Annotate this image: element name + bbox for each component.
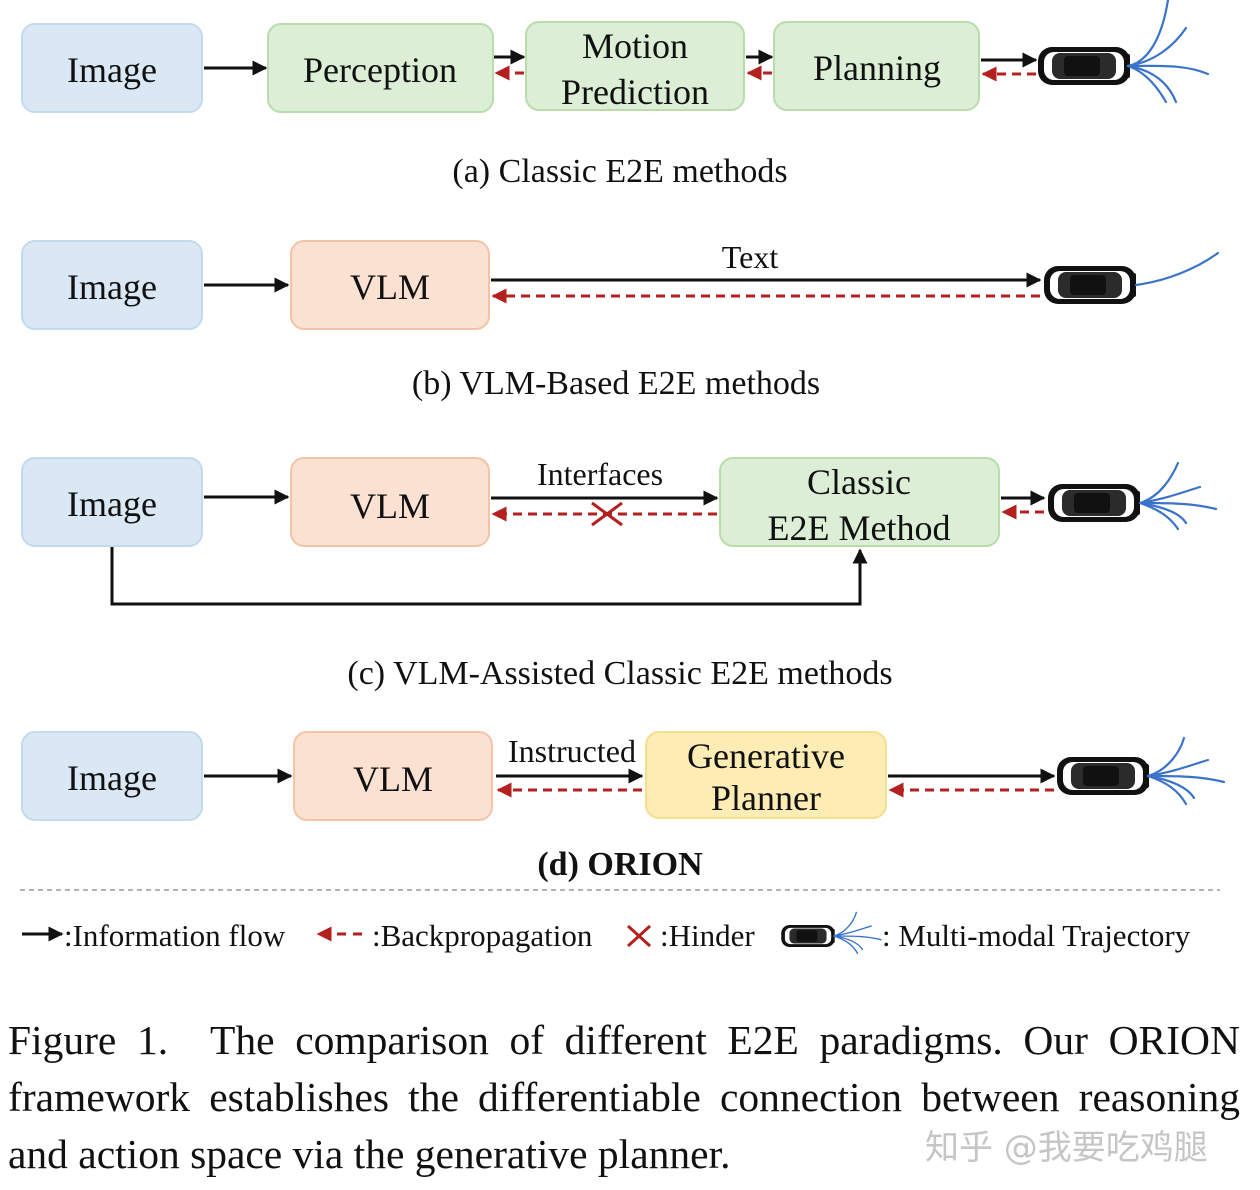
planning-box <box>773 21 980 111</box>
classic-e2e-label-line2: E2E Method <box>768 508 951 548</box>
motion-prediction-label-line1: Motion <box>582 26 688 66</box>
legend-hinder-label: :Hinder <box>660 918 755 953</box>
image-box-c <box>21 457 203 547</box>
watermark: 知乎 @我要吃鸡腿 <box>925 1128 1208 1168</box>
panel-a: Image Perception Motion Prediction Plann… <box>21 0 1210 190</box>
generative-planner-box <box>645 731 887 819</box>
classic-e2e-method-box <box>719 457 1000 547</box>
generative-planner-label-line2: Planner <box>711 778 821 818</box>
legend-car-icon <box>781 924 835 948</box>
image-box-a <box>21 23 203 113</box>
vlm-label-d: VLM <box>353 759 433 799</box>
panel-c: Image VLM Interfaces Classic E2E Method … <box>21 456 1218 692</box>
image-label-d: Image <box>67 758 157 798</box>
figure-caption: Figure 1. The comparison of different E2… <box>8 1012 1240 1183</box>
multimodal-trajectory-icon <box>1138 461 1218 531</box>
planning-label: Planning <box>813 48 941 88</box>
car-icon <box>1048 484 1140 522</box>
panel-a-caption: (a) Classic E2E methods <box>452 153 787 190</box>
instructed-edge-label: Instructed <box>508 733 636 769</box>
legend-trajectory-label: : Multi-modal Trajectory <box>882 918 1191 953</box>
figure-number: Figure 1. <box>8 1017 169 1063</box>
car-icon <box>1044 266 1136 304</box>
image-box-d <box>21 731 203 821</box>
panel-c-caption: (c) VLM-Assisted Classic E2E methods <box>347 655 892 692</box>
motion-prediction-label-line2: Prediction <box>561 72 709 112</box>
image-label-b: Image <box>67 267 157 307</box>
perception-label: Perception <box>303 50 457 90</box>
cross-icon <box>591 501 623 527</box>
legend-info-flow-label: :Information flow <box>64 918 286 953</box>
vlm-box-c <box>290 457 490 547</box>
panel-d: Image VLM Instructed Generative Planner … <box>21 731 1226 883</box>
multimodal-trajectory-icon <box>1126 0 1210 104</box>
vlm-label-c: VLM <box>350 486 430 526</box>
panel-d-caption: (d) ORION <box>537 846 703 883</box>
classic-e2e-label-line1: Classic <box>807 462 911 502</box>
info-flow-bypass-arrow <box>110 547 868 606</box>
figure-caption-text: The comparison of different E2E paradigm… <box>8 1017 1240 1177</box>
panel-b: Image VLM Text (b) VLM-Based E2E methods <box>21 239 1220 402</box>
image-label-a: Image <box>67 50 157 90</box>
generative-planner-label-line1: Generative <box>687 736 845 776</box>
vlm-label-b: VLM <box>350 267 430 307</box>
legend-cross-icon <box>626 924 652 948</box>
text-edge-label: Text <box>722 239 779 275</box>
motion-prediction-box <box>525 21 745 111</box>
vlm-box-d <box>293 731 493 821</box>
image-box-b <box>21 240 203 330</box>
image-label-c: Image <box>67 484 157 524</box>
trajectory-icon <box>1134 251 1220 287</box>
car-icon <box>1038 47 1130 85</box>
panel-b-caption: (b) VLM-Based E2E methods <box>412 365 820 402</box>
legend: :Information flow :Backpropagation :Hind… <box>22 911 1191 955</box>
legend-trajectory-icon <box>833 911 882 955</box>
car-icon <box>1057 757 1149 795</box>
legend-backprop-label: :Backpropagation <box>372 918 593 953</box>
vlm-box-b <box>290 240 490 330</box>
perception-box <box>267 23 494 113</box>
interfaces-edge-label: Interfaces <box>537 456 663 492</box>
multimodal-trajectory-icon <box>1146 736 1226 806</box>
